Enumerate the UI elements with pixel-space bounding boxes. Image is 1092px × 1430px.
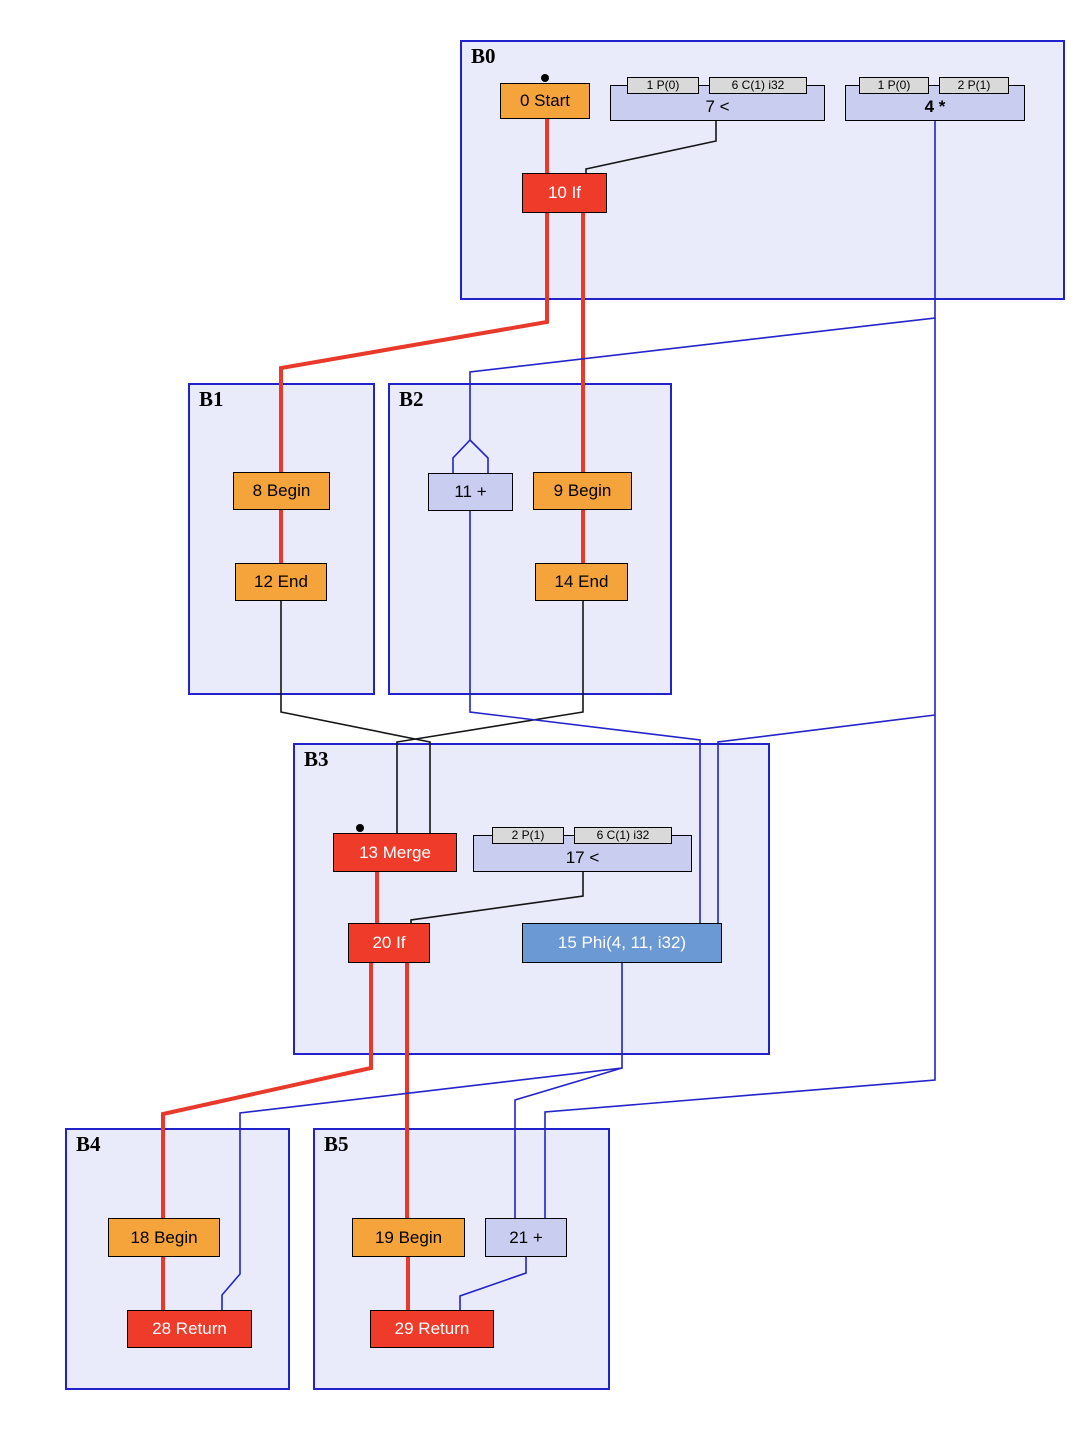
input-port: 2 P(1) — [939, 77, 1009, 94]
node-label: 9 Begin — [553, 481, 612, 500]
input-port: 1 P(0) — [859, 77, 929, 94]
block-b5: B5 — [313, 1128, 610, 1390]
input-port: 1 P(0) — [627, 77, 699, 94]
node-lt-7: 1 P(0) 6 C(1) i32 7 < — [610, 77, 825, 121]
node-label: 0 Start — [519, 91, 571, 110]
block-b5-label: B5 — [324, 1132, 349, 1156]
block-b3: B3 — [293, 743, 770, 1055]
input-port: 6 C(1) i32 — [709, 77, 807, 94]
node-return-28: 28 Return — [127, 1310, 252, 1348]
node-label: 4 * — [924, 97, 946, 116]
block-b4-label: B4 — [76, 1132, 101, 1156]
block-b0-label: B0 — [471, 44, 496, 68]
node-if-20: 20 If — [348, 923, 430, 963]
block-b2-label: B2 — [399, 387, 424, 411]
input-port: 2 P(1) — [492, 827, 564, 844]
node-if-10: 10 If — [522, 173, 607, 213]
node-lt-17: 2 P(1) 6 C(1) i32 17 < — [473, 827, 692, 872]
node-return-29: 29 Return — [370, 1310, 494, 1348]
node-label: 20 If — [372, 933, 406, 952]
node-begin-9: 9 Begin — [533, 472, 632, 510]
node-begin-8: 8 Begin — [233, 472, 330, 510]
input-port: 6 C(1) i32 — [574, 827, 672, 844]
node-begin-19: 19 Begin — [352, 1218, 465, 1257]
node-label: 11 + — [454, 482, 487, 501]
node-label: 29 Return — [394, 1319, 470, 1338]
node-label: 10 If — [547, 183, 582, 202]
node-label: 7 < — [705, 97, 730, 116]
node-end-12: 12 End — [235, 563, 327, 601]
node-label: 18 Begin — [130, 1227, 198, 1247]
node-start-0: 0 Start — [500, 83, 590, 119]
node-label: 28 Return — [152, 1319, 227, 1338]
node-label: 21 + — [509, 1227, 543, 1247]
block-b1: B1 — [188, 383, 375, 695]
node-add-21: 21 + — [485, 1218, 567, 1257]
node-label: 19 Begin — [374, 1227, 443, 1247]
node-add-11: 11 + — [428, 473, 513, 511]
block-b3-label: B3 — [304, 747, 329, 771]
node-label: 15 Phi(4, 11, i32) — [557, 933, 687, 952]
block-b1-label: B1 — [199, 387, 224, 411]
block-b4: B4 — [65, 1128, 290, 1390]
node-label: 12 End — [254, 572, 308, 591]
node-label: 17 < — [565, 847, 600, 867]
node-begin-18: 18 Begin — [108, 1218, 220, 1257]
node-phi-15: 15 Phi(4, 11, i32) — [522, 923, 722, 963]
node-mul-4: 1 P(0) 2 P(1) 4 * — [845, 77, 1025, 121]
node-merge-13: 13 Merge — [333, 833, 457, 872]
node-label: 13 Merge — [359, 842, 431, 862]
node-label: 14 End — [554, 572, 609, 591]
block-b2: B2 — [388, 383, 672, 695]
node-label: 8 Begin — [252, 481, 311, 500]
node-end-14: 14 End — [535, 563, 628, 601]
